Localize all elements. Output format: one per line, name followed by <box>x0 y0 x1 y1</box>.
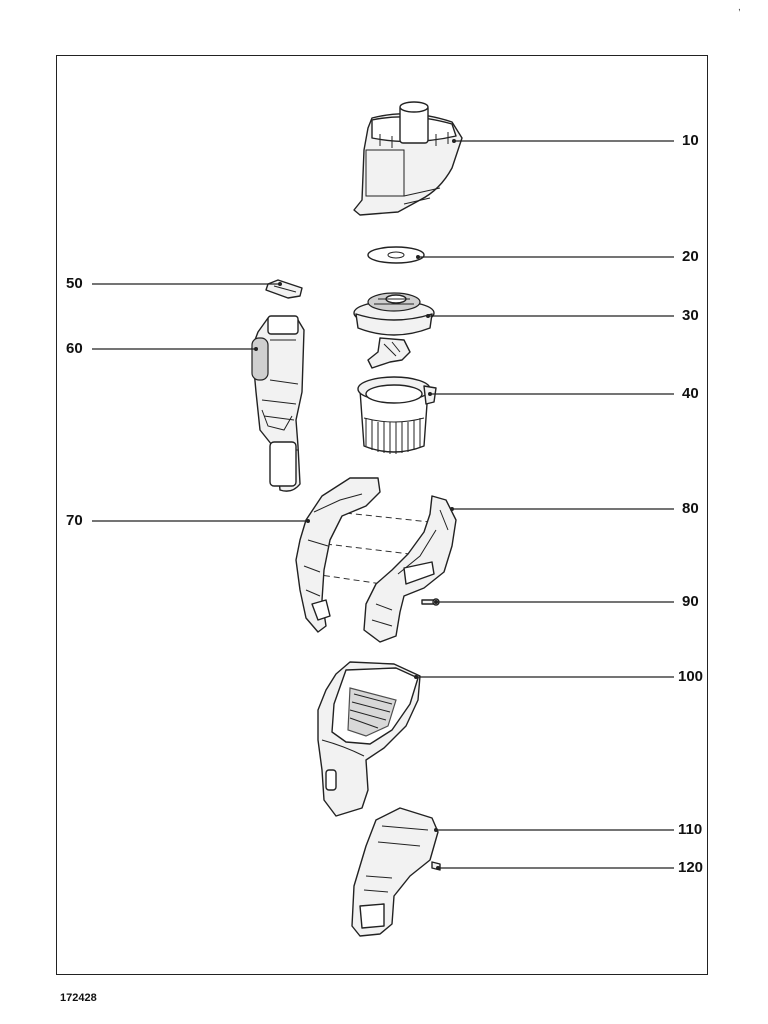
part-labels: 10 20 30 40 50 60 70 80 90 100 110 120 <box>66 132 703 876</box>
label-part-10: 10 <box>682 132 699 149</box>
leader-lines <box>92 139 674 870</box>
part-110-base <box>351 807 439 937</box>
part-80-right-shell <box>363 495 457 643</box>
drawing-frame <box>56 55 708 975</box>
part-70-left-shell <box>295 477 381 633</box>
label-part-50: 50 <box>66 275 83 292</box>
label-part-70: 70 <box>66 512 83 529</box>
label-part-120: 120 <box>678 859 703 876</box>
part-100-bin-housing <box>317 661 421 817</box>
corner-mark: , <box>738 2 741 13</box>
label-part-90: 90 <box>682 593 699 610</box>
part-10-cyclone-cover <box>353 101 463 216</box>
label-part-40: 40 <box>682 385 699 402</box>
part-40-filter-cylinder <box>357 376 437 454</box>
alignment-lines <box>313 511 431 585</box>
part-30-filter-cap <box>353 292 435 369</box>
label-part-60: 60 <box>66 340 83 357</box>
label-part-80: 80 <box>682 500 699 517</box>
label-part-20: 20 <box>682 248 699 265</box>
part-50-clip <box>265 279 303 299</box>
label-part-100: 100 <box>678 668 703 685</box>
document-number: 172428 <box>60 992 97 1004</box>
part-60-handle-assembly <box>251 315 305 492</box>
label-part-30: 30 <box>682 307 699 324</box>
part-20-gasket <box>367 246 425 264</box>
label-part-110: 110 <box>678 821 702 838</box>
